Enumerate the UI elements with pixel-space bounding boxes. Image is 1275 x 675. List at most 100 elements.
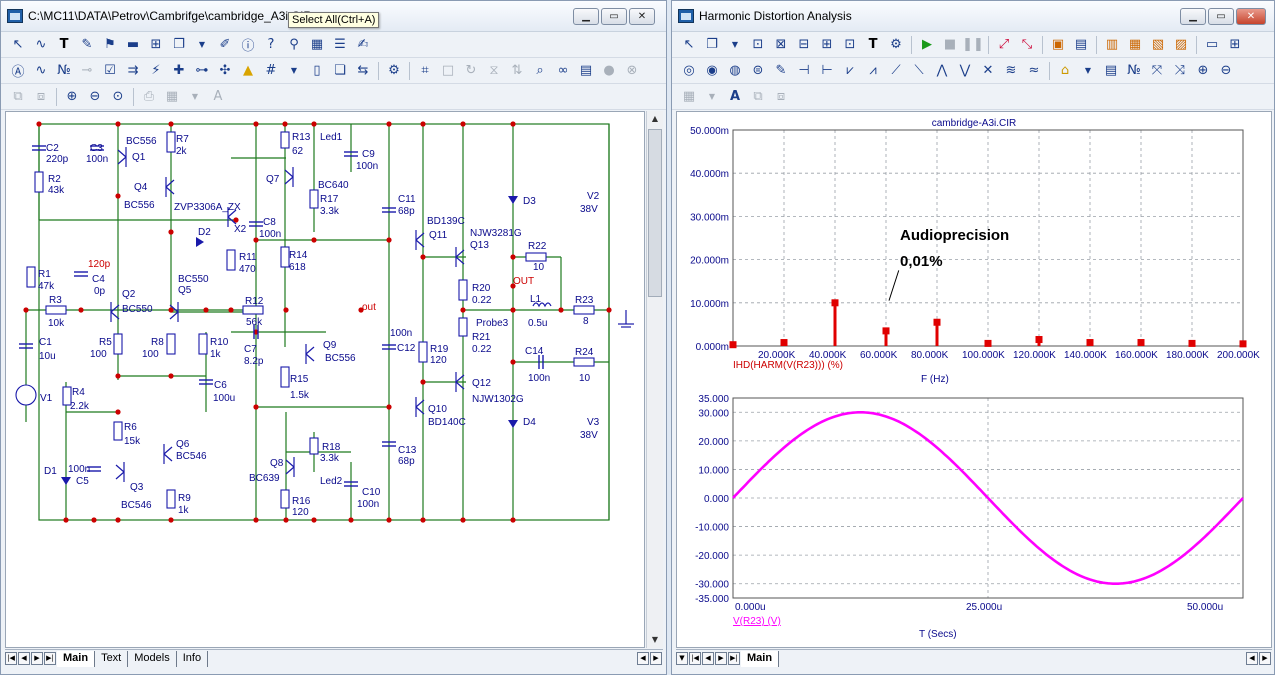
- pin-icon[interactable]: ⚲: [289, 37, 299, 52]
- show-values-icon[interactable]: ☑: [104, 63, 116, 78]
- layout-b-icon[interactable]: ▦: [1128, 37, 1142, 52]
- num-icon[interactable]: №: [1127, 63, 1141, 78]
- dropdown4-icon[interactable]: ▼: [731, 40, 739, 49]
- select-arrow-icon[interactable]: ↖: [12, 37, 24, 52]
- copy-plot-icon[interactable]: ❐: [706, 37, 718, 52]
- plot-first-icon[interactable]: |◀: [689, 652, 701, 665]
- cursor-d-icon[interactable]: ⊜: [752, 63, 764, 78]
- valley-a-icon[interactable]: ⩗: [846, 63, 854, 78]
- grid-icon[interactable]: #: [265, 63, 277, 78]
- find-icon[interactable]: ⌕: [536, 63, 544, 78]
- group2-icon[interactable]: ⧉: [753, 89, 763, 104]
- plot-c-icon[interactable]: ⊟: [798, 37, 810, 52]
- tag-icon[interactable]: ⌂: [1060, 63, 1070, 78]
- font2-icon[interactable]: A: [729, 89, 741, 104]
- flag-icon[interactable]: ⚑: [104, 37, 116, 52]
- swap-icon[interactable]: ⇆: [357, 63, 369, 78]
- slope-a-icon[interactable]: ⟋: [891, 63, 901, 78]
- slope-b-icon[interactable]: ⟍: [914, 63, 924, 78]
- scroll-thumb[interactable]: [648, 129, 662, 297]
- inflect-icon[interactable]: ✕: [982, 63, 994, 78]
- ungroup2-icon[interactable]: ⧈: [776, 89, 786, 104]
- select-icon[interactable]: ↖: [683, 37, 695, 52]
- zoom-out2-icon[interactable]: ⊖: [1220, 63, 1232, 78]
- text-tool-icon[interactable]: T: [868, 37, 878, 52]
- pin-markers-icon[interactable]: ✣: [219, 63, 231, 78]
- schematic-vscrollbar[interactable]: ▲ ▼: [646, 111, 663, 648]
- frame-b-icon[interactable]: ▤: [1074, 37, 1088, 52]
- draw-icon[interactable]: ✎: [81, 37, 93, 52]
- properties-icon[interactable]: ⚙: [388, 63, 400, 78]
- plot-a-icon[interactable]: ⊡: [752, 37, 764, 52]
- zoom-out-icon[interactable]: ⊖: [89, 89, 101, 104]
- pages-icon[interactable]: ❏: [334, 63, 346, 78]
- last-page-icon[interactable]: ▶|: [44, 652, 56, 665]
- component-icon[interactable]: ⊞: [150, 37, 162, 52]
- attr-text-icon[interactable]: Ⓐ: [11, 65, 25, 80]
- pencil-icon[interactable]: ✐: [219, 37, 231, 52]
- plot-last-icon[interactable]: ▶|: [728, 652, 740, 665]
- stop-icon[interactable]: ●: [603, 63, 615, 78]
- peak-b-icon[interactable]: ⊢: [821, 63, 833, 78]
- frame-a-icon[interactable]: ▣: [1051, 37, 1065, 52]
- next-page-icon[interactable]: ▶: [31, 652, 43, 665]
- notes-icon[interactable]: ▤: [579, 63, 593, 78]
- first-page-icon[interactable]: |◀: [5, 652, 17, 665]
- grid-toggle-icon[interactable]: ▦: [310, 37, 324, 52]
- binoculars-icon[interactable]: ∞: [557, 63, 569, 78]
- minimize-button[interactable]: ▁: [573, 8, 599, 25]
- cursor-b-icon[interactable]: ◉: [706, 63, 718, 78]
- layout-c-icon[interactable]: ▧: [1151, 37, 1165, 52]
- select-region-icon[interactable]: ⌗: [421, 63, 429, 78]
- ungroup-icon[interactable]: ⧈: [36, 89, 46, 104]
- run-icon[interactable]: ▶: [922, 37, 932, 52]
- info-icon[interactable]: ⓘ: [241, 39, 255, 54]
- maximize-button[interactable]: ▭: [601, 8, 627, 25]
- flip-icon[interactable]: ⇅: [511, 63, 523, 78]
- tab-models[interactable]: Models: [128, 650, 177, 667]
- plot-tab-main[interactable]: Main: [741, 650, 780, 667]
- tab-main[interactable]: Main: [57, 650, 96, 667]
- pause-icon[interactable]: ❚❚: [962, 37, 984, 52]
- valley-b-icon[interactable]: ⩘: [869, 63, 877, 78]
- hscroll-left-icon[interactable]: ◀: [637, 652, 649, 665]
- dropdown2-icon[interactable]: ▼: [290, 66, 298, 75]
- help-icon[interactable]: ?: [267, 37, 275, 52]
- page-icon[interactable]: ▯: [313, 63, 321, 78]
- text-icon[interactable]: T: [59, 37, 69, 52]
- wire-icon[interactable]: ∿: [35, 37, 47, 52]
- warning-icon[interactable]: ▲: [243, 63, 253, 78]
- zoom-in-icon[interactable]: ⊕: [66, 89, 78, 104]
- layout-icon[interactable]: ▦: [165, 89, 179, 104]
- probe-icon[interactable]: ⊶: [195, 63, 209, 78]
- node-number-icon[interactable]: №: [57, 63, 71, 78]
- wave-b-icon[interactable]: ≈: [1028, 63, 1040, 78]
- low-icon[interactable]: ⋁: [959, 63, 971, 78]
- plot-e-icon[interactable]: ⊡: [844, 37, 856, 52]
- plot-prev-icon[interactable]: ◀: [702, 652, 714, 665]
- plot-b-icon[interactable]: ⊠: [775, 37, 787, 52]
- group-icon[interactable]: ⧉: [13, 89, 23, 104]
- font-icon[interactable]: A: [213, 89, 223, 104]
- peak-a-icon[interactable]: ⊣: [798, 63, 810, 78]
- rotate-icon[interactable]: ↻: [465, 63, 477, 78]
- cancel-icon[interactable]: ⊗: [626, 63, 638, 78]
- prev-page-icon[interactable]: ◀: [18, 652, 30, 665]
- data-icon[interactable]: ✎: [775, 63, 787, 78]
- plot-d-icon[interactable]: ⊞: [821, 37, 833, 52]
- plot-canvas[interactable]: cambridge-A3i.CIR 20.000K 40.000K 60.000…: [676, 111, 1272, 648]
- window-b-icon[interactable]: ⊞: [1229, 37, 1241, 52]
- cursor-a-icon[interactable]: ◎: [683, 63, 695, 78]
- analysis-maximize-button[interactable]: ▭: [1208, 8, 1234, 25]
- tab-info[interactable]: Info: [177, 650, 209, 667]
- copy-icon[interactable]: ❐: [173, 37, 185, 52]
- plot-hscroll-right-icon[interactable]: ▶: [1259, 652, 1271, 665]
- scroll-down-icon[interactable]: ▼: [651, 635, 659, 644]
- plot-hscroll-left-icon[interactable]: ◀: [1246, 652, 1258, 665]
- tab-text[interactable]: Text: [95, 650, 129, 667]
- layout2-icon[interactable]: ▦: [682, 89, 696, 104]
- cursor-c-icon[interactable]: ◍: [729, 63, 741, 78]
- plot-next-icon[interactable]: ▶: [715, 652, 727, 665]
- zoom-in2-icon[interactable]: ⊕: [1197, 63, 1209, 78]
